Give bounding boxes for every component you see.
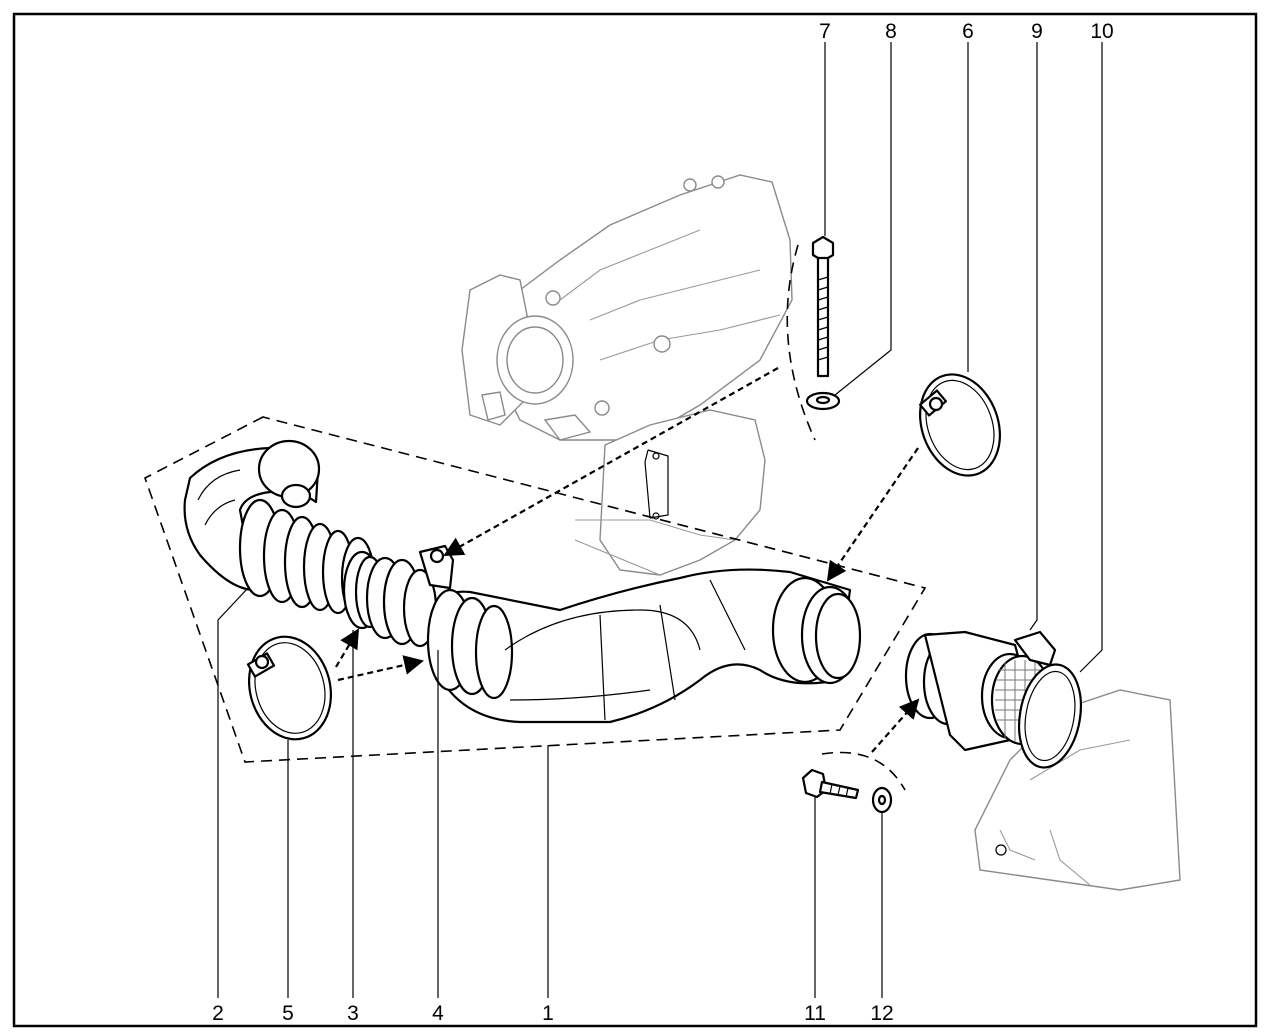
washer-upper bbox=[805, 391, 841, 411]
intake-pipe bbox=[426, 568, 862, 724]
leader-lines bbox=[217, 42, 1103, 998]
fastener-group-arc bbox=[786, 244, 816, 441]
assembly-group-outline bbox=[144, 416, 927, 763]
throttle-body-assembly bbox=[461, 174, 793, 441]
callout-5: 5 bbox=[282, 1002, 294, 1025]
long-bolt bbox=[811, 235, 835, 378]
callout-4: 4 bbox=[432, 1002, 444, 1025]
hose-elbow bbox=[183, 439, 321, 592]
short-bolt bbox=[801, 768, 860, 800]
callout-12: 12 bbox=[870, 1002, 893, 1025]
diagram-border bbox=[12, 12, 1258, 1028]
callout-7: 7 bbox=[819, 20, 831, 43]
callout-11: 11 bbox=[804, 1002, 826, 1025]
callout-1: 1 bbox=[542, 1002, 554, 1025]
callout-10: 10 bbox=[1090, 20, 1113, 43]
seal-ring bbox=[1018, 663, 1082, 769]
assembly-arrows bbox=[335, 367, 920, 753]
mounting-bracket bbox=[574, 409, 766, 576]
callout-9: 9 bbox=[1031, 20, 1043, 43]
washer-lower bbox=[871, 786, 893, 814]
hose-clamp-upper bbox=[918, 373, 1001, 477]
callout-8: 8 bbox=[885, 20, 897, 43]
connector-sleeve bbox=[365, 544, 455, 648]
callout-2: 2 bbox=[212, 1002, 224, 1025]
callout-6: 6 bbox=[962, 20, 974, 43]
hose-clamp-lower bbox=[246, 635, 333, 741]
callout-labels: 7 8 6 9 10 2 5 3 4 1 11 12 bbox=[212, 20, 1114, 1025]
callout-3: 3 bbox=[347, 1002, 359, 1025]
air-filter-housing bbox=[974, 689, 1181, 891]
